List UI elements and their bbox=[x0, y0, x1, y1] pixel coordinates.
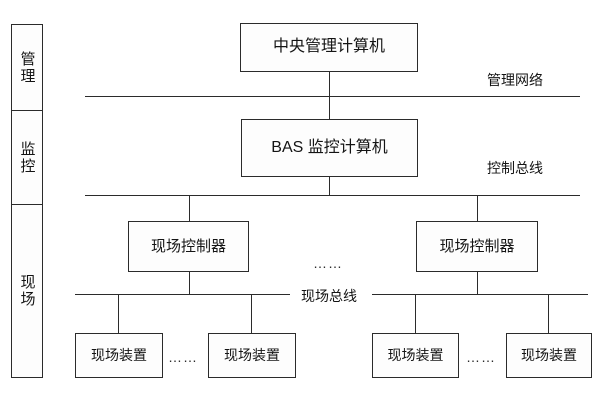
connector-controller-right-to-field-bus bbox=[477, 272, 478, 294]
node-field-device-right-1: 现场装置 bbox=[372, 333, 459, 378]
bus-management-network-label: 管理网络 bbox=[487, 72, 543, 88]
connector-controller-left-to-field-bus bbox=[189, 272, 190, 294]
node-field-controller-left-label: 现场控制器 bbox=[150, 237, 226, 255]
ellipsis-devices-right: …… bbox=[466, 349, 496, 365]
stage-management-label: 管理 bbox=[18, 50, 36, 85]
node-field-device-right-2: 现场装置 bbox=[506, 333, 592, 378]
stage-field-label: 现场 bbox=[18, 274, 36, 308]
node-bas-supervisory-computer-label: BAS 监控计算机 bbox=[271, 138, 388, 156]
node-field-controller-left: 现场控制器 bbox=[128, 221, 249, 272]
connector-management-network-to-bas bbox=[329, 96, 330, 119]
stage-management: 管理 bbox=[11, 24, 43, 111]
bus-field-right bbox=[372, 294, 588, 295]
node-central-management-computer: 中央管理计算机 bbox=[240, 23, 418, 72]
stage-supervision: 监控 bbox=[11, 110, 43, 205]
bus-field-label: 现场总线 bbox=[297, 286, 361, 306]
node-field-device-right-2-label: 现场装置 bbox=[521, 347, 577, 364]
bus-control bbox=[85, 195, 580, 196]
node-bas-supervisory-computer: BAS 监控计算机 bbox=[241, 119, 418, 177]
connector-bas-to-control-bus bbox=[329, 177, 330, 195]
connector-field-bus-to-device-right-1 bbox=[415, 294, 416, 333]
connector-control-bus-to-controller-left bbox=[189, 195, 190, 221]
connector-control-bus-to-controller-right bbox=[477, 195, 478, 221]
node-field-controller-right-label: 现场控制器 bbox=[439, 237, 515, 255]
bus-field-left bbox=[75, 294, 290, 295]
ellipsis-devices-left: …… bbox=[168, 349, 198, 365]
node-field-device-left-1-label: 现场装置 bbox=[91, 347, 147, 364]
node-field-controller-right: 现场控制器 bbox=[416, 221, 538, 272]
connector-field-bus-to-device-right-2 bbox=[548, 294, 549, 333]
connector-field-bus-to-device-left-1 bbox=[118, 294, 119, 333]
ellipsis-between-controllers: …… bbox=[313, 255, 343, 271]
bus-management-network bbox=[85, 96, 580, 97]
bus-control-label: 控制总线 bbox=[487, 160, 543, 176]
node-field-device-left-2: 现场装置 bbox=[208, 333, 296, 378]
node-field-device-left-1: 现场装置 bbox=[75, 333, 163, 378]
stage-field: 现场 bbox=[11, 204, 43, 378]
connector-central-to-management-network bbox=[329, 72, 330, 96]
node-field-device-right-1-label: 现场装置 bbox=[387, 347, 444, 364]
stage-supervision-label: 监控 bbox=[18, 140, 36, 175]
connector-field-bus-to-device-left-2 bbox=[251, 294, 252, 333]
node-central-management-computer-label: 中央管理计算机 bbox=[272, 38, 385, 56]
node-field-device-left-2-label: 现场装置 bbox=[224, 347, 280, 364]
